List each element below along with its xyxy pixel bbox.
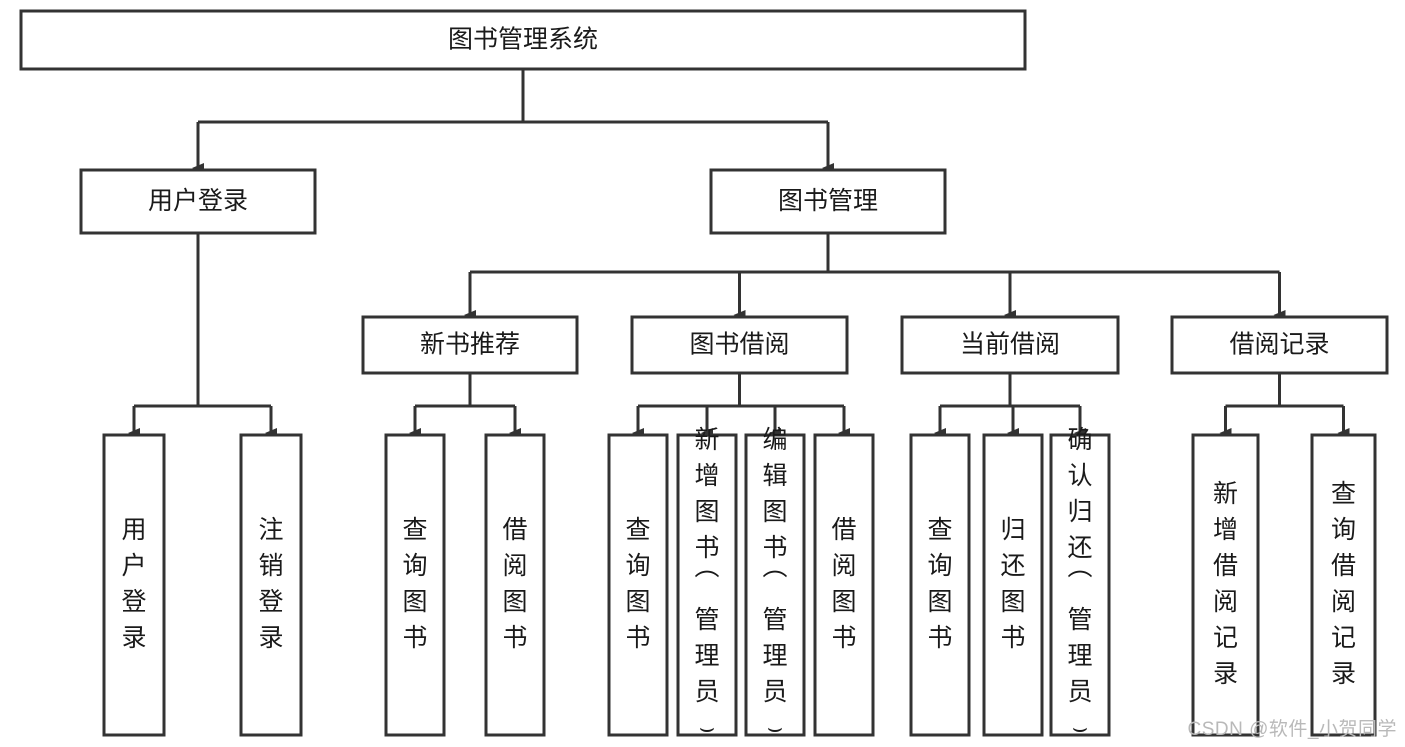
node-box	[909, 433, 971, 737]
node-label: 查询图书	[402, 516, 427, 652]
node-box	[982, 433, 1044, 737]
node-leaf3: 查询图书	[384, 433, 446, 737]
node-box	[607, 433, 669, 737]
node-box	[1049, 433, 1111, 737]
node-label: 查询图书	[927, 516, 952, 652]
node-label: 借阅图书	[831, 516, 856, 652]
node-leaf5: 查询图书	[607, 433, 669, 737]
node-box	[1191, 433, 1260, 737]
node-label: 注销登录	[258, 516, 283, 652]
node-label: 归还图书	[1000, 516, 1025, 652]
node-box	[676, 433, 738, 737]
node-box	[102, 433, 166, 737]
node-label: 查询图书	[625, 516, 650, 652]
node-box	[239, 433, 303, 737]
node-label: 用户登录	[148, 187, 248, 215]
node-label: 查询借阅记录	[1331, 480, 1356, 688]
node-leaf1: 用户登录	[102, 433, 166, 737]
node-box	[630, 315, 849, 375]
node-boxes: 图书管理系统用户登录图书管理新书推荐图书借阅当前借阅借阅记录用户登录注销登录查询…	[19, 9, 1389, 742]
node-box	[79, 168, 317, 235]
node-box	[813, 433, 875, 737]
node-leaf12: 新增借阅记录	[1191, 433, 1260, 737]
node-label: 借阅记录	[1229, 331, 1329, 359]
node-leaf4: 借阅图书	[484, 433, 546, 737]
node-label: 当前借阅	[960, 331, 1060, 359]
node-leaf7: 编辑图书⌒管理员⌣	[744, 426, 806, 742]
node-current: 当前借阅	[900, 315, 1120, 375]
node-label: 图书管理系统	[448, 26, 598, 54]
node-label: 新增图书⌒管理员⌣	[694, 426, 719, 742]
node-leaf10: 归还图书	[982, 433, 1044, 737]
node-leaf2: 注销登录	[239, 433, 303, 737]
node-newbook: 新书推荐	[361, 315, 579, 375]
node-label: 用户登录	[121, 516, 146, 652]
node-box	[744, 433, 806, 737]
node-box	[709, 168, 947, 235]
connector-lines	[128, 69, 1350, 438]
node-leaf6: 新增图书⌒管理员⌣	[676, 426, 738, 742]
node-records: 借阅记录	[1170, 315, 1389, 375]
node-leaf9: 查询图书	[909, 433, 971, 737]
node-box	[361, 315, 579, 375]
node-label: 新增借阅记录	[1213, 480, 1238, 688]
node-label: 借阅图书	[502, 516, 527, 652]
node-bookmg: 图书管理	[709, 168, 947, 235]
node-label: 新书推荐	[420, 331, 520, 359]
node-box	[1310, 433, 1377, 737]
node-login: 用户登录	[79, 168, 317, 235]
node-label: 图书管理	[778, 187, 878, 215]
node-label: 编辑图书⌒管理员⌣	[762, 426, 787, 742]
node-leaf8: 借阅图书	[813, 433, 875, 737]
node-box	[1170, 315, 1389, 375]
node-borrow: 图书借阅	[630, 315, 849, 375]
node-box	[900, 315, 1120, 375]
node-leaf11: 确认归还⌒管理员⌣	[1049, 426, 1111, 742]
node-root: 图书管理系统	[19, 9, 1027, 71]
node-box	[384, 433, 446, 737]
node-box	[484, 433, 546, 737]
node-label: 图书借阅	[689, 331, 789, 359]
node-box	[19, 9, 1027, 71]
node-leaf13: 查询借阅记录	[1310, 433, 1377, 737]
node-label: 确认归还⌒管理员⌣	[1067, 426, 1092, 742]
